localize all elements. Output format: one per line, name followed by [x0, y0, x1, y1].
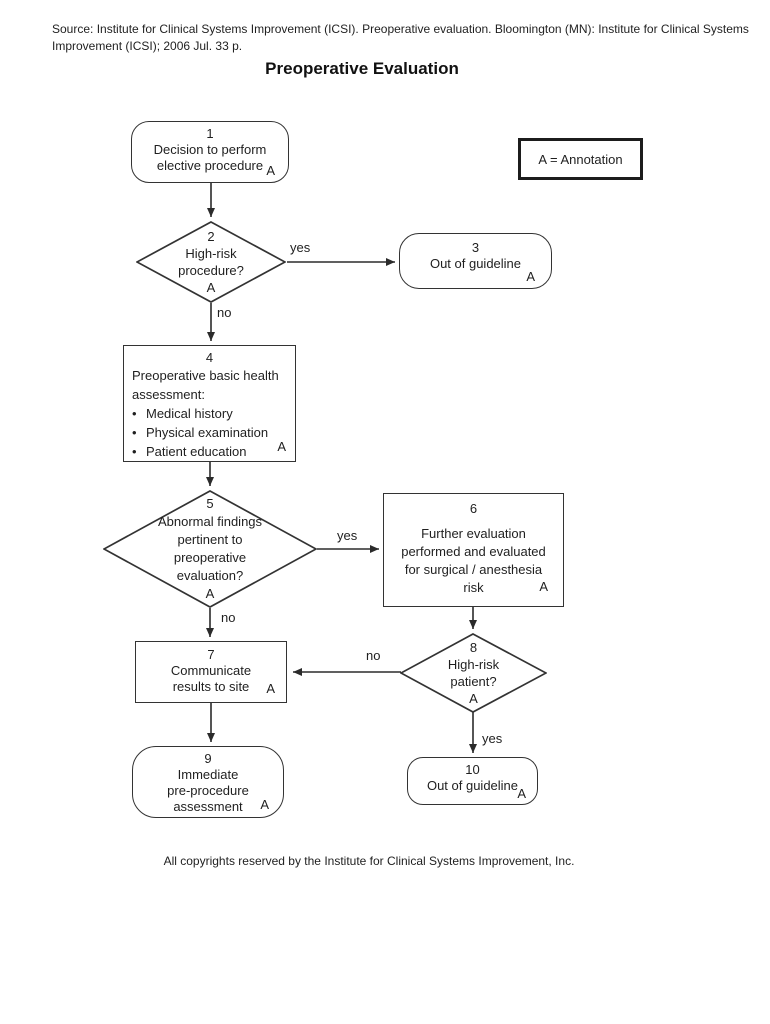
- flow-node-communicate-results: 7 Communicate results to site A: [135, 641, 287, 703]
- node-line: patient?: [450, 674, 497, 689]
- bullet-item: • Medical history: [132, 404, 295, 423]
- node-line: Further evaluation: [421, 526, 526, 541]
- node-line: assessment: [173, 799, 243, 814]
- node-line: pertinent to: [177, 532, 243, 547]
- node-line: preoperative: [173, 550, 247, 565]
- node-line: risk: [463, 580, 484, 595]
- node-line: evaluation?: [176, 568, 244, 583]
- copyright-footer: All copyrights reserved by the Institute…: [163, 854, 575, 868]
- flow-node-abnormal-findings: 5 Abnormal findings pertinent to preoper…: [103, 490, 317, 608]
- node-number: 5: [206, 496, 214, 511]
- flow-node-decision-elective-procedure: 1 Decision to perform elective procedure…: [131, 121, 289, 183]
- flow-node-high-risk-patient: 8 High-risk patient? A: [400, 633, 547, 713]
- edge-label-no-5-7: no: [221, 610, 236, 625]
- annotation-marker: A: [260, 797, 269, 812]
- annotation-marker: A: [206, 280, 216, 295]
- node-line: Decision to perform: [153, 142, 267, 157]
- flow-node-preoperative-basic-health-assessment: 4 Preoperative basic health assessment: …: [123, 345, 296, 462]
- node-line: Communicate: [170, 663, 252, 678]
- node-line: Immediate: [177, 767, 239, 782]
- node-line: pre-procedure: [167, 783, 249, 798]
- diamond-shape: [400, 633, 547, 713]
- node-line: Out of guideline: [426, 778, 519, 793]
- flow-node-high-risk-procedure: 2 High-risk procedure? A: [136, 221, 286, 303]
- flow-node-out-of-guideline-2: 10 Out of guideline A: [407, 757, 538, 805]
- node-line: High-risk: [447, 657, 500, 672]
- node-number: 10: [465, 762, 480, 777]
- legend-label: A = Annotation: [538, 151, 623, 167]
- bullet-text: Medical history: [146, 406, 233, 421]
- annotation-marker: A: [469, 691, 478, 706]
- node-number: 4: [205, 350, 214, 365]
- bullet-icon: •: [132, 444, 137, 459]
- annotation-marker: A: [266, 681, 275, 696]
- source-citation-line1: Source: Institute for Clinical Systems I…: [52, 22, 749, 36]
- source-citation-line2: Improvement (ICSI); 2006 Jul. 33 p.: [52, 39, 243, 53]
- node-number: 1: [206, 126, 214, 141]
- bullet-icon: •: [132, 425, 137, 440]
- node-number: 3: [471, 240, 480, 255]
- diamond-shape: [136, 221, 286, 303]
- flow-node-immediate-preprocedure-assessment: 9 Immediate pre-procedure assessment A: [132, 746, 284, 818]
- edge-label-no-2-4: no: [217, 305, 232, 320]
- edge-label-yes-2-3: yes: [290, 240, 311, 255]
- node-line: High-risk: [185, 246, 237, 261]
- node-number: 7: [207, 647, 215, 662]
- node-number: 6: [469, 501, 478, 516]
- node-line: for surgical / anesthesia: [404, 562, 543, 577]
- flow-node-further-evaluation: 6 Further evaluation performed and evalu…: [383, 493, 564, 607]
- bullet-text: Patient education: [146, 444, 247, 459]
- node-line: procedure?: [178, 263, 244, 278]
- node-line: performed and evaluated: [401, 544, 546, 559]
- node-line: results to site: [172, 679, 250, 694]
- bullet-item: • Physical examination: [132, 423, 295, 442]
- edge-label-yes-5-6: yes: [337, 528, 358, 543]
- page-title: Preoperative Evaluation: [265, 59, 459, 78]
- bullet-text: Physical examination: [146, 425, 269, 440]
- annotation-marker: A: [539, 579, 548, 594]
- edge-label-yes-8-10: yes: [482, 731, 503, 746]
- edge-label-no-8-7: no: [366, 648, 381, 663]
- node-line: Preoperative basic health: [132, 368, 279, 383]
- flow-node-out-of-guideline: 3 Out of guideline A: [399, 233, 552, 289]
- node-line: Abnormal findings: [157, 514, 263, 529]
- bullet-item: • Patient education: [132, 442, 295, 461]
- node-number: 2: [207, 229, 215, 244]
- annotation-marker: A: [526, 269, 535, 284]
- node-number: 9: [204, 751, 212, 766]
- node-line: assessment:: [132, 387, 205, 402]
- node-number: 8: [469, 640, 478, 655]
- legend-box: A = Annotation: [518, 138, 643, 180]
- diamond-shape: [103, 490, 317, 608]
- annotation-marker: A: [205, 586, 215, 601]
- node-line: elective procedure: [156, 158, 264, 173]
- node-line: Out of guideline: [429, 256, 522, 271]
- annotation-marker: A: [277, 439, 286, 454]
- bullet-icon: •: [132, 406, 137, 421]
- annotation-marker: A: [266, 163, 275, 178]
- annotation-marker: A: [517, 786, 526, 801]
